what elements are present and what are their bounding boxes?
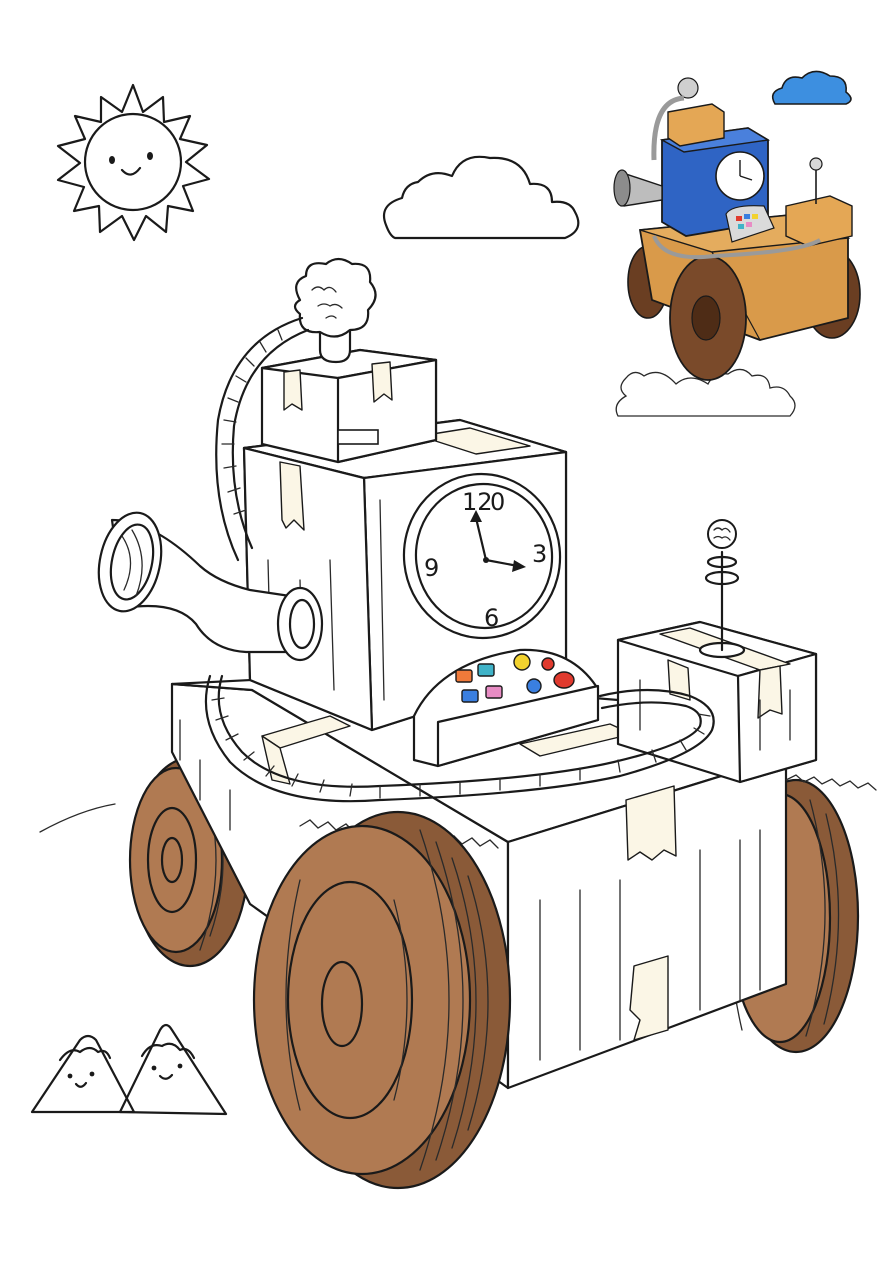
cloud-outline xyxy=(382,155,580,240)
panel-button-yellow xyxy=(513,653,531,671)
panel-button-blue-round xyxy=(526,678,542,694)
panel-button-red-large xyxy=(553,671,575,689)
side-box xyxy=(616,519,818,784)
clock-hour-hand xyxy=(474,516,488,562)
curved-hose xyxy=(215,316,310,562)
top-box xyxy=(260,257,438,464)
mountains xyxy=(30,1023,228,1116)
sun-right-eye xyxy=(147,152,153,160)
sun-smile xyxy=(120,166,142,176)
panel-button-pink xyxy=(485,685,503,699)
clock-number-12: 12 xyxy=(462,488,493,516)
horn xyxy=(97,511,324,662)
preview-blue-cloud xyxy=(771,70,852,105)
clock-minute-hand xyxy=(484,558,520,568)
clock-number-6: 6 xyxy=(484,604,499,632)
flex-hose xyxy=(204,674,715,803)
sun xyxy=(56,83,211,242)
clock-number-9: 9 xyxy=(424,554,439,582)
panel-button-teal xyxy=(477,663,495,677)
panel-button-orange xyxy=(455,669,473,683)
preview-cloud xyxy=(615,368,796,417)
puff-ball xyxy=(293,257,377,338)
antenna xyxy=(698,519,746,659)
clock: 12 0 3 6 9 xyxy=(402,472,562,640)
ground-line xyxy=(39,803,116,833)
colored-preview xyxy=(613,70,861,417)
front-left-wheel xyxy=(252,810,512,1190)
panel-button-red-small xyxy=(541,657,555,671)
control-panel xyxy=(412,648,600,768)
sun-left-eye xyxy=(109,156,115,164)
panel-button-blue-square xyxy=(461,689,479,703)
clock-number-0: 0 xyxy=(490,488,505,516)
clock-number-3: 3 xyxy=(532,540,547,568)
